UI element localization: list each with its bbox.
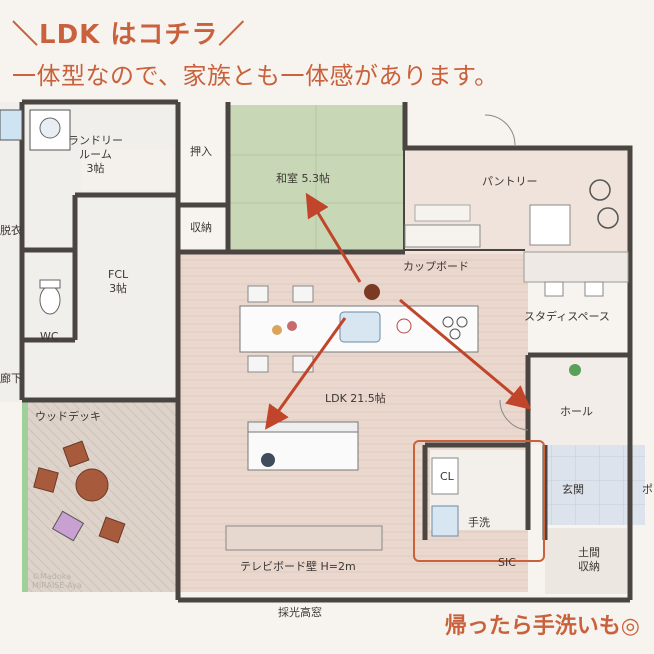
hall-label: ホール (560, 405, 593, 418)
tv-board (225, 525, 383, 551)
washitsu-label: 和室 5.3帖 (276, 172, 330, 185)
walls (19, 99, 633, 603)
person-kitchen (364, 284, 380, 300)
deck-table (75, 468, 109, 502)
doma-label: 土間 収納 (578, 546, 600, 573)
shuno-label: 収納 (190, 221, 212, 234)
cupboard-label: カップボード (403, 260, 469, 273)
hand-wash-sink (431, 505, 459, 537)
tvwall-label: テレビボード壁 H=2m (240, 560, 356, 573)
watermark-line2: MIRAISE-Aya (32, 581, 82, 590)
toilet (39, 285, 61, 315)
fcl-label: FCL 3帖 (108, 268, 129, 295)
porch-label: ポ (642, 483, 653, 496)
page-title: ＼LDK はコチラ／ (12, 20, 246, 50)
sic-label: SIC (498, 556, 516, 569)
study-desk (523, 251, 629, 283)
cl-label: CL (440, 470, 454, 483)
page-subtitle: 一体型なので、家族とも一体感があります。 (12, 62, 499, 90)
sink (339, 311, 381, 343)
person-sofa (261, 453, 275, 467)
fridge (529, 204, 571, 246)
highlight-box (413, 440, 545, 562)
watermark-line1: ©Madoka (32, 572, 72, 581)
corridor-label: 廊下 (0, 372, 22, 385)
datsui-label: 脱衣 (0, 224, 22, 237)
window-label: 採光高窓 (278, 606, 322, 619)
watermark: ©Madoka MIRAISE-Aya (32, 572, 82, 590)
pantry-label: パントリー (482, 175, 538, 188)
flow-arrows (265, 192, 532, 430)
footer-note: 帰ったら手洗いも◎ (444, 614, 640, 639)
oshiire-label: 押入 (190, 145, 212, 158)
laundry-label: ランドリー ルーム 3帖 (68, 134, 123, 175)
tearai-label: 手洗 (468, 516, 490, 529)
ldk-label: LDK 21.5帖 (325, 392, 386, 405)
study-label: スタディスペース (524, 310, 610, 323)
deck-label: ウッドデッキ (35, 410, 101, 423)
genkan-label: 玄関 (562, 483, 584, 496)
wc-label: WC (40, 330, 59, 343)
